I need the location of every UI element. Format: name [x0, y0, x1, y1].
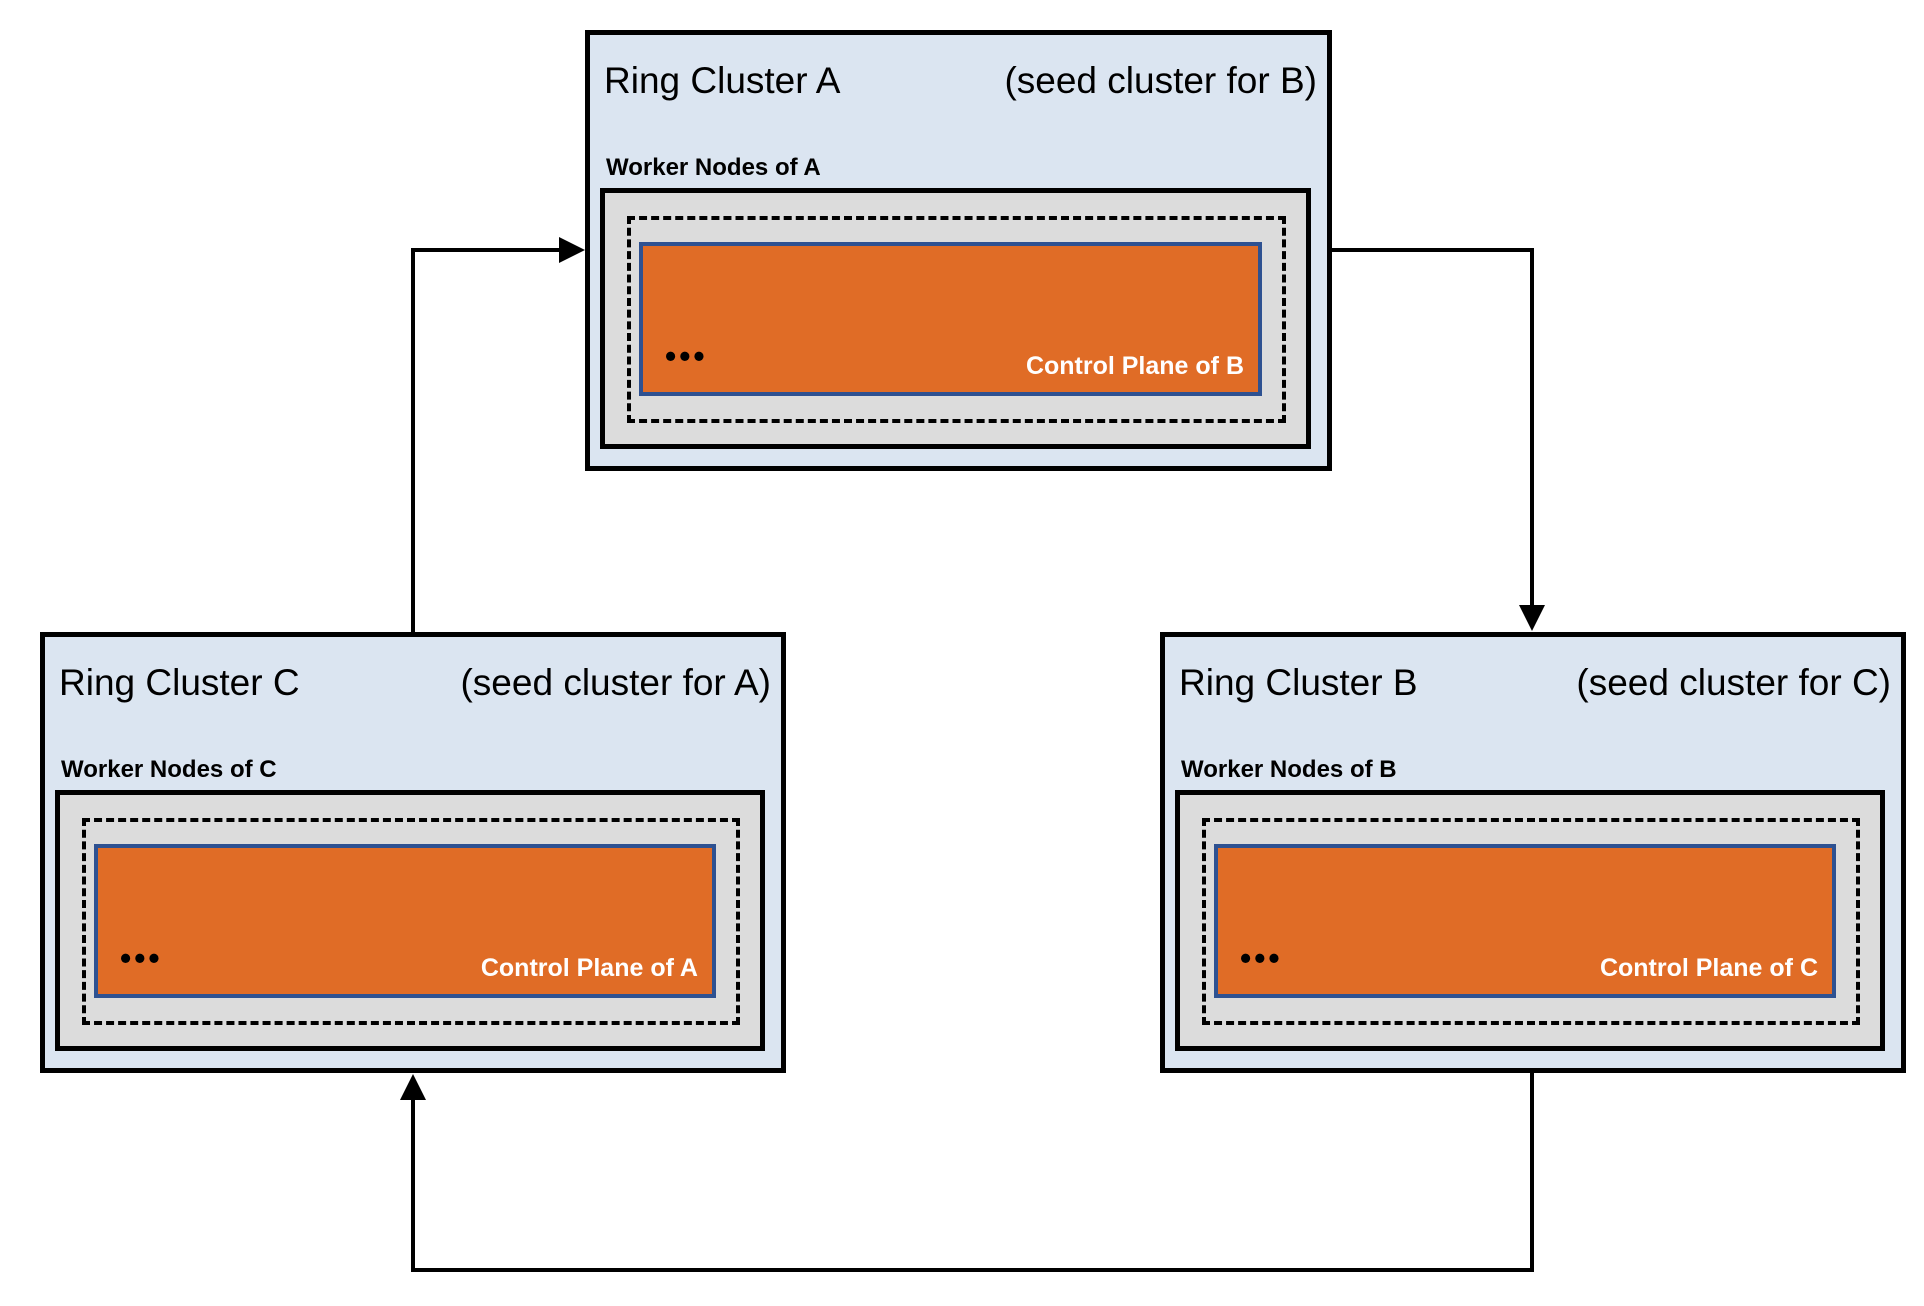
arrowhead-up-icon	[400, 1074, 426, 1100]
arrowhead-right-icon	[559, 237, 585, 263]
cluster-c-worker-label: Worker Nodes of C	[61, 756, 277, 783]
cluster-b-control-plane-label: Control Plane of C	[1599, 954, 1818, 982]
arrow-b-to-c	[400, 1071, 1534, 1272]
cluster-b-worker-label: Worker Nodes of B	[1181, 756, 1397, 783]
cluster-b-dashed-frame: ••• Control Plane of C	[1202, 818, 1860, 1025]
cluster-a-dashed-frame: ••• Control Plane of B	[627, 216, 1286, 423]
arrow-c-to-a	[411, 237, 585, 634]
arrowhead-down-icon	[1519, 605, 1545, 631]
cluster-b-worker-box: ••• Control Plane of C	[1175, 790, 1885, 1051]
cluster-a-title-row: Ring Cluster A (seed cluster for B)	[604, 59, 1317, 103]
ellipsis-dots: •••	[120, 940, 163, 976]
cluster-a-control-plane-box: ••• Control Plane of B	[639, 242, 1262, 396]
cluster-b-title-row: Ring Cluster B (seed cluster for C)	[1179, 661, 1891, 705]
cluster-b-title: Ring Cluster B	[1179, 662, 1418, 703]
cluster-a-box: Ring Cluster A (seed cluster for B) Work…	[585, 30, 1332, 471]
cluster-c-dashed-frame: ••• Control Plane of A	[82, 818, 740, 1025]
cluster-a-worker-label: Worker Nodes of A	[606, 154, 821, 181]
cluster-c-title-row: Ring Cluster C (seed cluster for A)	[59, 661, 771, 705]
cluster-b-seed-note: (seed cluster for C)	[1576, 662, 1891, 703]
cluster-c-box: Ring Cluster C (seed cluster for A) Work…	[40, 632, 786, 1073]
ellipsis-dots: •••	[1240, 940, 1283, 976]
cluster-c-control-plane-box: ••• Control Plane of A	[94, 844, 716, 998]
cluster-c-title: Ring Cluster C	[59, 662, 300, 703]
cluster-c-seed-note: (seed cluster for A)	[460, 662, 771, 703]
cluster-c-worker-box: ••• Control Plane of A	[55, 790, 765, 1051]
cluster-a-worker-box: ••• Control Plane of B	[600, 188, 1311, 449]
cluster-a-title: Ring Cluster A	[604, 60, 841, 101]
cluster-b-control-plane-box: ••• Control Plane of C	[1214, 844, 1836, 998]
cluster-a-control-plane-label: Control Plane of B	[1025, 352, 1244, 380]
cluster-a-seed-note: (seed cluster for B)	[1004, 60, 1317, 101]
cluster-c-control-plane-label: Control Plane of A	[480, 954, 698, 982]
cluster-b-box: Ring Cluster B (seed cluster for C) Work…	[1160, 632, 1906, 1073]
arrow-a-to-b	[1330, 248, 1545, 631]
ellipsis-dots: •••	[665, 338, 708, 374]
